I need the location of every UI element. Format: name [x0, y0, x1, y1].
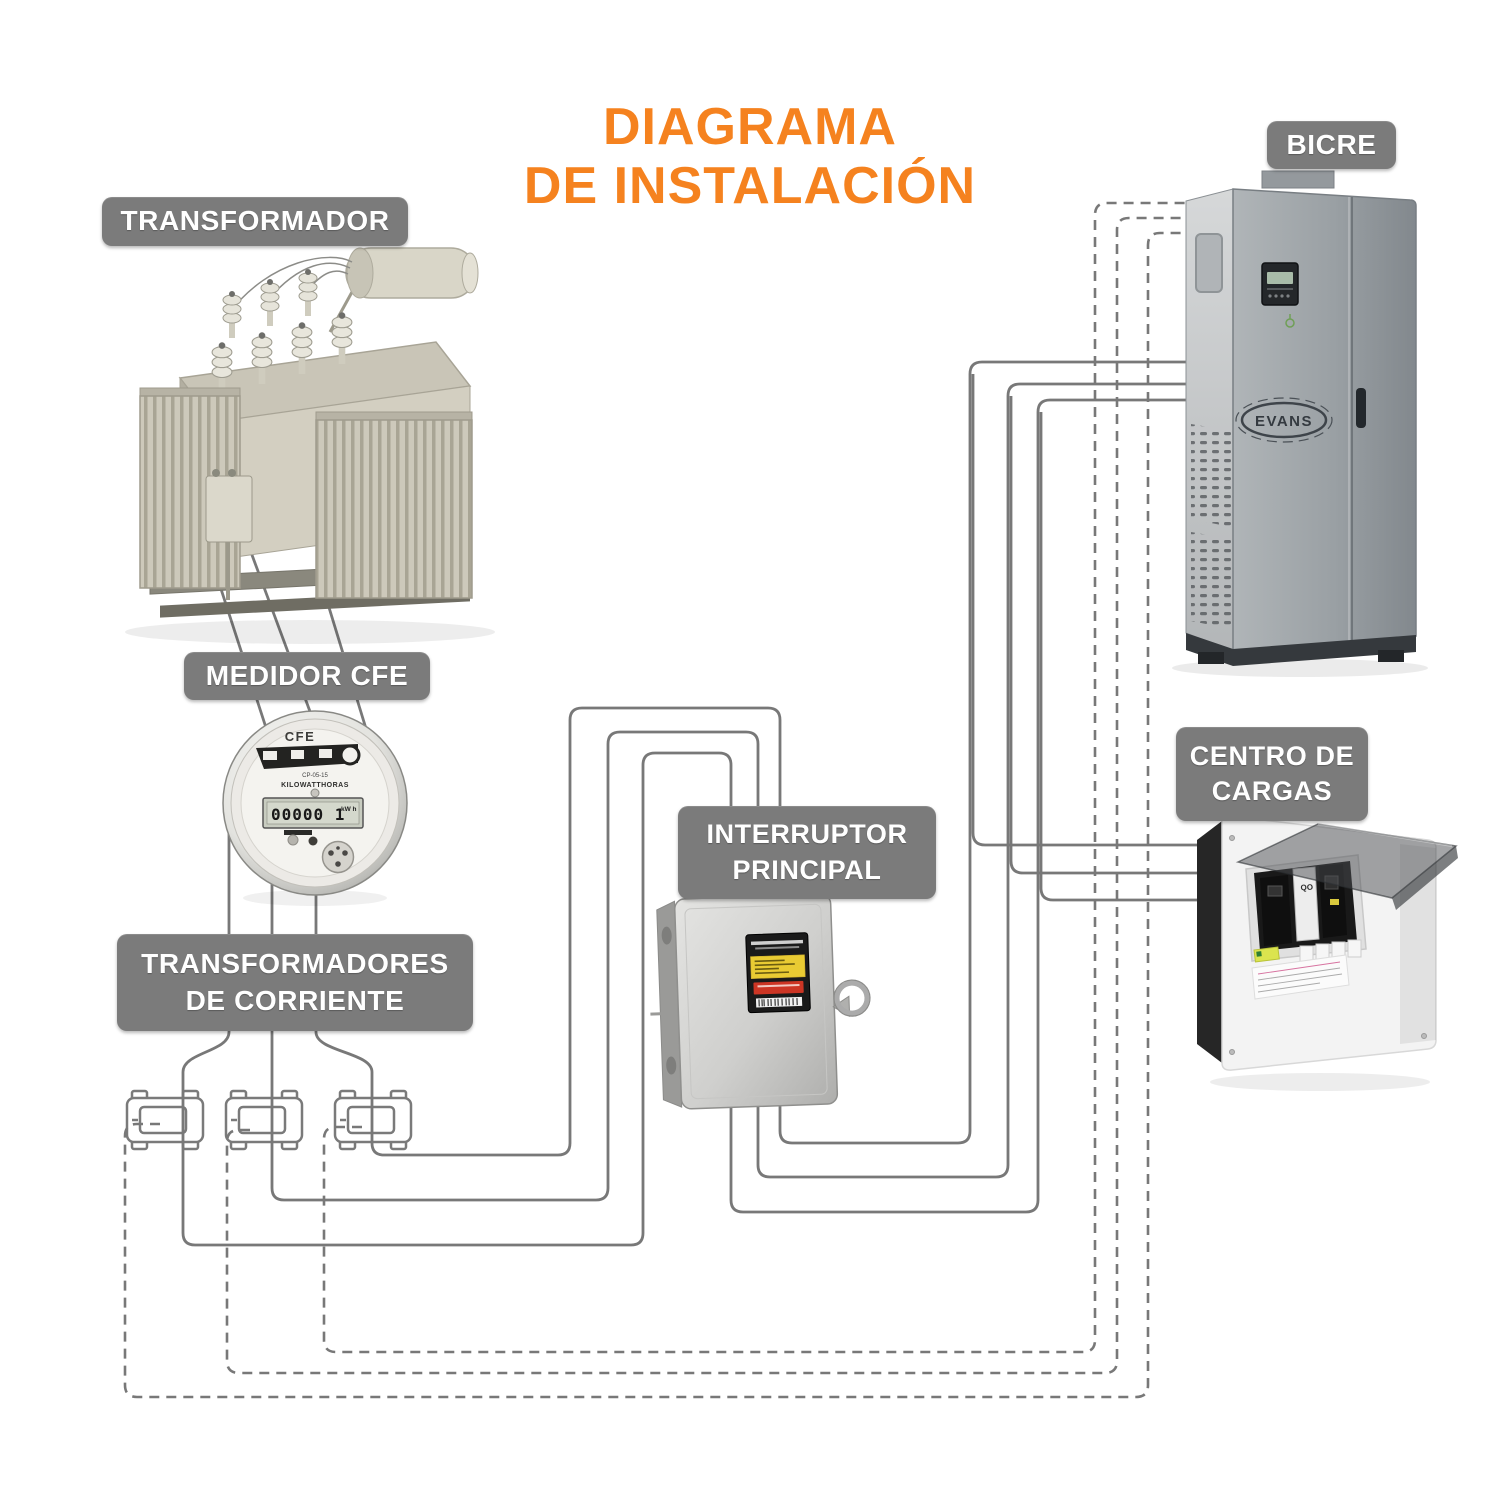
ct-symbol-2 [224, 1089, 304, 1151]
page-title: DIAGRAMA DE INSTALACIÓN [0, 98, 1500, 216]
interruptor-photo [650, 893, 871, 1110]
bicre-base [1186, 633, 1416, 666]
wire-bicre-centro-2 [1009, 396, 1252, 875]
label-medidor-cfe: MEDIDOR CFE [184, 652, 430, 700]
transformer-photo [125, 247, 495, 644]
centro-photo: QO [1197, 815, 1458, 1091]
bicre-door-handle [1356, 388, 1366, 428]
bicre-vents-lower [1191, 532, 1231, 629]
transformer-radiator-right [315, 419, 473, 599]
label-interruptor-principal-line2: PRINCIPAL [732, 854, 882, 885]
label-transformadores-corriente: TRANSFORMADORES DE CORRIENTE [117, 934, 473, 1031]
wire-ct3-secondary-dashed [322, 201, 1196, 1354]
centro-spec-label [1251, 954, 1350, 1000]
wire-phase1-meter-to-bicre [181, 398, 1192, 1247]
centro-module-text: QO [1300, 883, 1313, 893]
interruptor-yellow-sticker [750, 954, 806, 979]
label-transformador-text: TRANSFORMADOR [120, 205, 390, 237]
meter-brand-text: CFE [285, 729, 316, 744]
wire-ct2-secondary-dashed [225, 216, 1196, 1375]
label-transformadores-corriente-line1: TRANSFORMADORES [141, 948, 449, 980]
meter-lcd-value: 00000 1 [271, 805, 345, 824]
meter-caption-text: KILOWATTHORAS [281, 782, 349, 789]
label-transformadores-corriente-line2: DE CORRIENTE [185, 984, 405, 1016]
meter-lcd-units: kW h [341, 806, 357, 813]
interruptor-red-sticker [753, 980, 804, 995]
label-bicre-text: BICRE [1286, 128, 1377, 160]
label-transformador: TRANSFORMADOR [102, 197, 408, 246]
wire-ct1-secondary-dashed [123, 231, 1196, 1399]
ct-secondary-wires [123, 201, 1196, 1399]
wire-phase3-meter-to-bicre [314, 360, 1192, 1157]
label-medidor-cfe-text: MEDIDOR CFE [205, 659, 409, 691]
transformer-bushings-rear [222, 269, 318, 338]
label-bicre: BICRE [1267, 121, 1396, 169]
bicre-brand-text: EVANS [1255, 413, 1313, 430]
bicre-vents-upper [1191, 424, 1231, 527]
bicre-brand-oval [1240, 401, 1328, 439]
label-centro-de-cargas: CENTRO DE CARGAS [1176, 727, 1368, 821]
meter-rate-band [256, 744, 358, 769]
meter-photo: CFE CP-05-15 KILOWATTHORAS 00000 1 kW h [222, 710, 408, 906]
transformer-bushings-front [211, 312, 353, 394]
ct-symbol-1 [125, 1089, 205, 1151]
bicre-photo: EVANS [1172, 170, 1428, 677]
meter-optical-port [321, 840, 355, 874]
page-title-line1: DIAGRAMA [603, 98, 897, 156]
interruptor-barcode [755, 996, 803, 1008]
centro-yellow-label [1253, 946, 1280, 963]
transformer-wires [229, 256, 353, 313]
wire-phase2-meter-to-bicre [270, 382, 1192, 1202]
label-centro-de-cargas-line2: CARGAS [1211, 776, 1333, 806]
wire-bicre-centro-3 [1039, 412, 1254, 902]
power-wires [181, 360, 1254, 1247]
meter-code-text: CP-05-15 [302, 773, 328, 779]
current-transformer-symbols [125, 1089, 413, 1151]
label-interruptor-principal-line1: INTERRUPTOR [706, 819, 908, 850]
interruptor-ring-handle [834, 980, 870, 1016]
wire-bicre-centro-1 [971, 374, 1250, 847]
centro-side-edge [1197, 821, 1222, 1063]
label-centro-de-cargas-line1: CENTRO DE [1189, 740, 1355, 771]
page-title-line2: DE INSTALACIÓN [523, 157, 977, 215]
bicre-top-vent [1261, 170, 1335, 189]
transformer-junction-box [205, 475, 253, 543]
label-interruptor-principal: INTERRUPTOR PRINCIPAL [678, 806, 936, 899]
